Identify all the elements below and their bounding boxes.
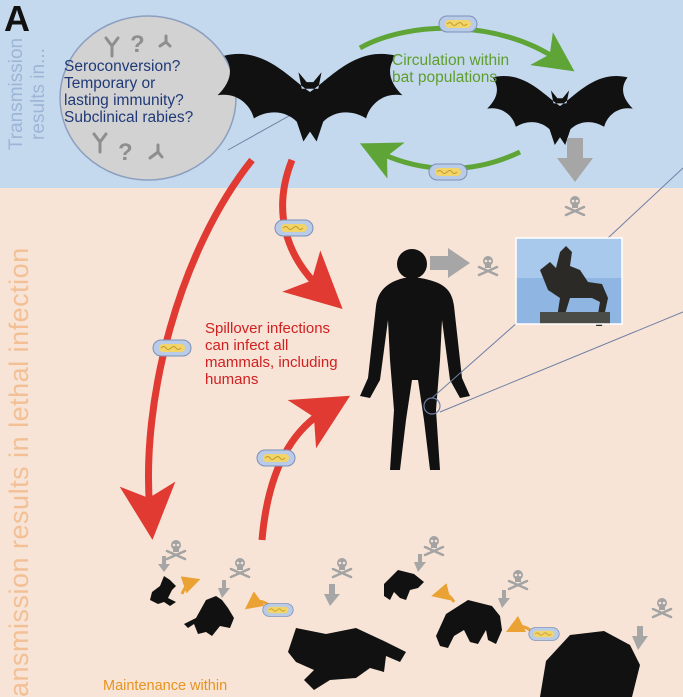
virus-particle-icon [262,603,294,617]
death-arrow-icon [557,138,593,182]
question-line: Temporary or [64,75,156,92]
skull-crossbones-icon [477,254,499,277]
human-silhouette-icon [360,249,470,470]
side-label-transmission: Transmission results in... [6,0,50,188]
skull-crossbones-icon [229,556,251,579]
question-mark-icon: ? [118,139,133,166]
skull-crossbones-icon [651,596,673,619]
maintenance-label: Maintenance within [103,678,228,694]
side-label-line: Transmission [6,37,27,151]
virus-particle-icon [528,627,560,641]
statue-photo [515,237,623,326]
spillover-line: humans [205,371,259,388]
circulation-label: Circulation within bat populations [392,52,552,86]
question-bubble: ? ? [59,15,306,181]
death-arrow-icon [158,554,648,650]
virus-particle-icon [428,163,468,181]
circulation-line: bat populations [392,69,498,86]
side-label-lethal: ansmission results in lethal infection [4,247,34,697]
skull-crossbones-icon [564,194,586,217]
virus-particle-icon [152,339,192,357]
panel-letter: A [4,0,30,39]
spillover-label: Spillover infections can infect all mamm… [205,320,375,388]
skull-crossbones-icon [331,556,353,579]
question-line: Subclinical rabies? [64,109,194,126]
virus-particle-icon [438,15,478,33]
skull-crossbones-icon [165,538,187,561]
maintenance-arrows [180,576,531,633]
spillover-line: mammals, including [205,354,338,371]
death-arrow-icon [430,248,470,278]
circulation-line: Circulation within [392,52,510,69]
spillover-arrow-up [258,395,351,541]
bat-silhouette-icon [487,75,633,145]
virus-particle-icon [274,219,314,237]
question-line: lasting immunity? [64,92,184,109]
virus-particle-icon [256,449,296,467]
question-line: Seroconversion? [64,58,181,75]
skull-crossbones-icon [507,568,529,591]
question-mark-icon: ? [130,31,145,58]
bat-silhouette-icon [217,53,403,142]
animal-silhouette-icon [150,570,640,697]
side-label-line: results in... [28,48,49,140]
spillover-line: can infect all [205,337,289,354]
antibody-icon [92,34,172,160]
skull-crossbones-icon [423,534,445,557]
spillover-arrow-left [119,157,255,540]
spillover-line: Spillover infections [205,320,331,337]
question-bubble-text: Seroconversion? Temporary or lasting imm… [64,58,244,126]
